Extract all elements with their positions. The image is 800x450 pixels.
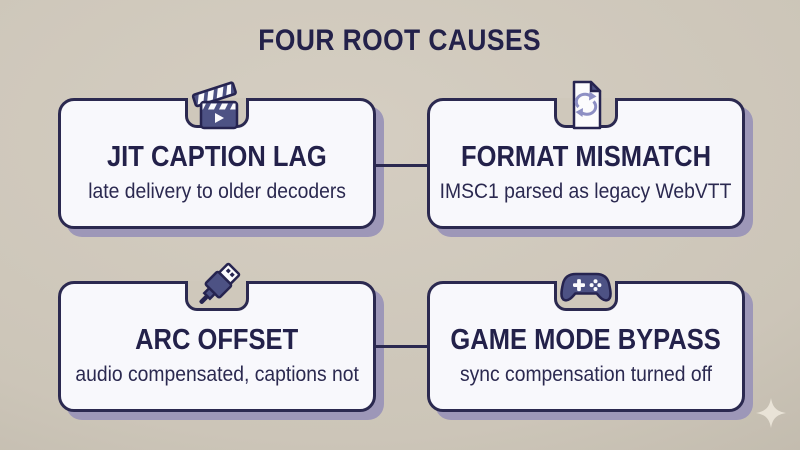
card-subtitle: audio compensated, captions not bbox=[75, 362, 359, 386]
card-content: ARC OFFSET audio compensated, captions n… bbox=[61, 284, 373, 409]
card-format-mismatch: FORMAT MISMATCH IMSC1 parsed as legacy W… bbox=[427, 80, 745, 229]
clapperboard-icon bbox=[187, 75, 247, 135]
card-subtitle: sync compensation turned off bbox=[459, 362, 713, 386]
card-title: GAME MODE BYPASS bbox=[450, 324, 722, 356]
card-content: FORMAT MISMATCH IMSC1 parsed as legacy W… bbox=[430, 101, 742, 226]
card-arc-offset: ARC OFFSET audio compensated, captions n… bbox=[58, 262, 376, 412]
sparkle-icon bbox=[753, 395, 789, 431]
card-subtitle: late delivery to older decoders bbox=[88, 179, 346, 203]
card-title: ARC OFFSET bbox=[135, 324, 299, 356]
document-sync-icon bbox=[556, 75, 616, 135]
card-game-mode-bypass: GAME MODE BYPASS sync compensation turne… bbox=[427, 272, 745, 412]
usb-plug-icon bbox=[187, 258, 247, 318]
connector-line-bottom bbox=[374, 345, 430, 348]
card-subtitle: IMSC1 parsed as legacy WebVTT bbox=[440, 179, 732, 203]
card-content: GAME MODE BYPASS sync compensation turne… bbox=[430, 284, 742, 409]
connector-line-top bbox=[374, 164, 430, 167]
card-content: JIT CAPTION LAG late delivery to older d… bbox=[61, 101, 373, 226]
card-jit-caption-lag: JIT CAPTION LAG late delivery to older d… bbox=[58, 81, 376, 229]
page-title: FOUR ROOT CAUSES bbox=[258, 24, 542, 57]
card-title: FORMAT MISMATCH bbox=[461, 141, 711, 173]
card-title: JIT CAPTION LAG bbox=[107, 141, 327, 173]
gamepad-icon bbox=[556, 258, 616, 318]
